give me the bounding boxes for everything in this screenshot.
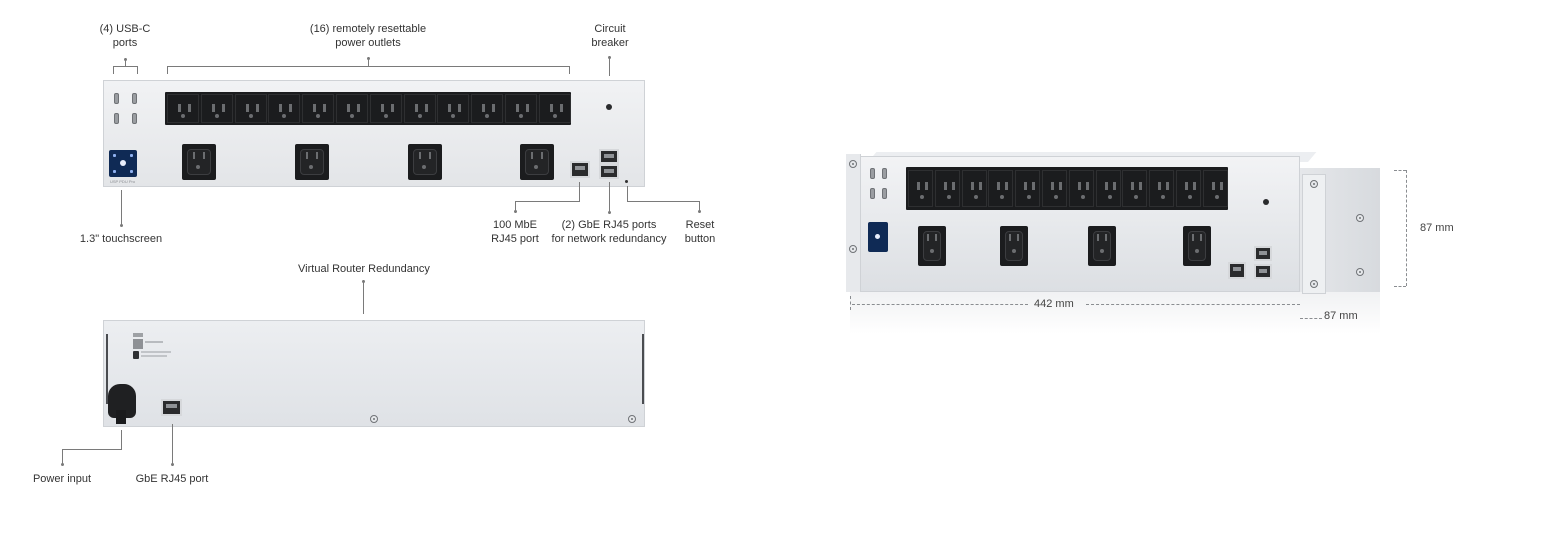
power-outlet-large[interactable]: [1000, 226, 1028, 266]
outlets-label: (16) remotely resettable power outlets: [309, 23, 427, 49]
power-outlet[interactable]: [1095, 170, 1121, 207]
power-outlet[interactable]: [505, 94, 537, 123]
usbc-bracket: [113, 66, 138, 67]
rear-panel: [103, 320, 645, 427]
gbe-rj45-port[interactable]: [1254, 246, 1272, 261]
side-ear: [1302, 174, 1326, 294]
width-dim-line-right: [1086, 304, 1300, 305]
power-outlet[interactable]: [538, 94, 571, 123]
power-outlet[interactable]: [369, 94, 402, 123]
power-outlet[interactable]: [1122, 170, 1148, 207]
usbc-port[interactable]: [114, 93, 119, 104]
usbc-port[interactable]: [882, 188, 887, 199]
width-dim-line-left: [852, 304, 1028, 305]
screen-center-icon: [875, 234, 880, 239]
side-screw: [1356, 268, 1364, 276]
gbe-rj45-port[interactable]: [1254, 264, 1272, 279]
rear-screw: [628, 415, 636, 423]
circuit-breaker[interactable]: [1263, 199, 1269, 205]
height-dim-line: [1406, 170, 1407, 286]
rear-edge: [106, 334, 108, 404]
vrr-label: Virtual Router Redundancy: [298, 263, 430, 275]
power-outlet[interactable]: [988, 170, 1014, 207]
power-outlet-large[interactable]: [1088, 226, 1116, 266]
power-outlet[interactable]: [934, 170, 960, 207]
screen-corner-icon: [113, 154, 116, 157]
power-outlet[interactable]: [200, 94, 233, 123]
usbc-port[interactable]: [114, 113, 119, 124]
power-input-label: Power input: [32, 473, 92, 485]
screen-corner-icon: [113, 170, 116, 173]
side-screw: [1310, 280, 1318, 288]
screen-corner-icon: [130, 154, 133, 157]
usbc-port[interactable]: [870, 168, 875, 179]
power-outlet-large[interactable]: [295, 144, 329, 180]
rear-screw: [370, 415, 378, 423]
rack-screw: [849, 160, 857, 168]
power-outlet-large[interactable]: [182, 144, 216, 180]
rear-edge: [642, 334, 644, 404]
power-outlet[interactable]: [437, 94, 470, 123]
reset-label: Reset button: [684, 219, 716, 245]
gbe-rj45-port[interactable]: [599, 164, 619, 179]
width-dimension: 442 mm: [1034, 298, 1074, 310]
gbe-rj45-port[interactable]: [599, 149, 619, 164]
power-outlet[interactable]: [1015, 170, 1041, 207]
height-dimension: 87 mm: [1420, 222, 1454, 234]
power-outlet[interactable]: [961, 170, 987, 207]
power-outlet[interactable]: [1042, 170, 1067, 207]
device-model-label: USP PDU Pro: [110, 179, 136, 184]
power-outlet[interactable]: [268, 94, 301, 123]
power-outlet-large[interactable]: [408, 144, 442, 180]
usbc-label: (4) USB-C ports: [99, 23, 151, 49]
screen-corner-icon: [130, 170, 133, 173]
rear-gbe-port-label: GbE RJ45 port: [135, 473, 209, 485]
rack-ear: [846, 154, 861, 292]
regulatory-label: [133, 333, 175, 361]
touchscreen[interactable]: [868, 222, 888, 252]
power-outlet[interactable]: [1202, 170, 1228, 207]
rack-screw: [849, 245, 857, 253]
touchscreen-label: 1.3" touchscreen: [79, 233, 163, 245]
circuit-breaker[interactable]: [606, 104, 612, 110]
power-outlet[interactable]: [302, 94, 335, 123]
breaker-label: Circuit breaker: [591, 23, 629, 49]
mbe-rj45-port[interactable]: [1228, 262, 1246, 279]
usbc-port[interactable]: [870, 188, 875, 199]
power-outlet[interactable]: [234, 94, 267, 123]
power-outlet[interactable]: [471, 94, 504, 123]
power-outlet[interactable]: [1068, 170, 1094, 207]
depth-dim-line: [1300, 318, 1322, 319]
power-outlet[interactable]: [1176, 170, 1201, 207]
power-outlet-large[interactable]: [1183, 226, 1211, 266]
touchscreen[interactable]: [109, 150, 137, 177]
power-outlet[interactable]: [336, 94, 368, 123]
outlets-bracket: [167, 66, 570, 67]
power-outlet[interactable]: [403, 94, 436, 123]
power-cord: [116, 410, 126, 424]
depth-dimension: 87 mm: [1324, 310, 1358, 322]
mbe-port-label: 100 MbE RJ45 port: [491, 219, 539, 245]
power-outlet-large[interactable]: [520, 144, 554, 180]
side-screw: [1356, 214, 1364, 222]
reset-button[interactable]: [625, 180, 628, 183]
gbe-ports-label: (2) GbE RJ45 ports for network redundanc…: [551, 219, 667, 245]
usbc-port[interactable]: [132, 93, 137, 104]
power-outlet[interactable]: [908, 170, 933, 207]
usbc-port[interactable]: [132, 113, 137, 124]
side-screw: [1310, 180, 1318, 188]
mbe-rj45-port[interactable]: [570, 161, 590, 178]
power-outlet[interactable]: [167, 94, 199, 123]
power-outlet[interactable]: [1149, 170, 1175, 207]
power-outlet-large[interactable]: [918, 226, 946, 266]
usbc-port[interactable]: [882, 168, 887, 179]
screen-center-icon: [120, 160, 126, 166]
rear-gbe-rj45-port[interactable]: [161, 399, 182, 416]
